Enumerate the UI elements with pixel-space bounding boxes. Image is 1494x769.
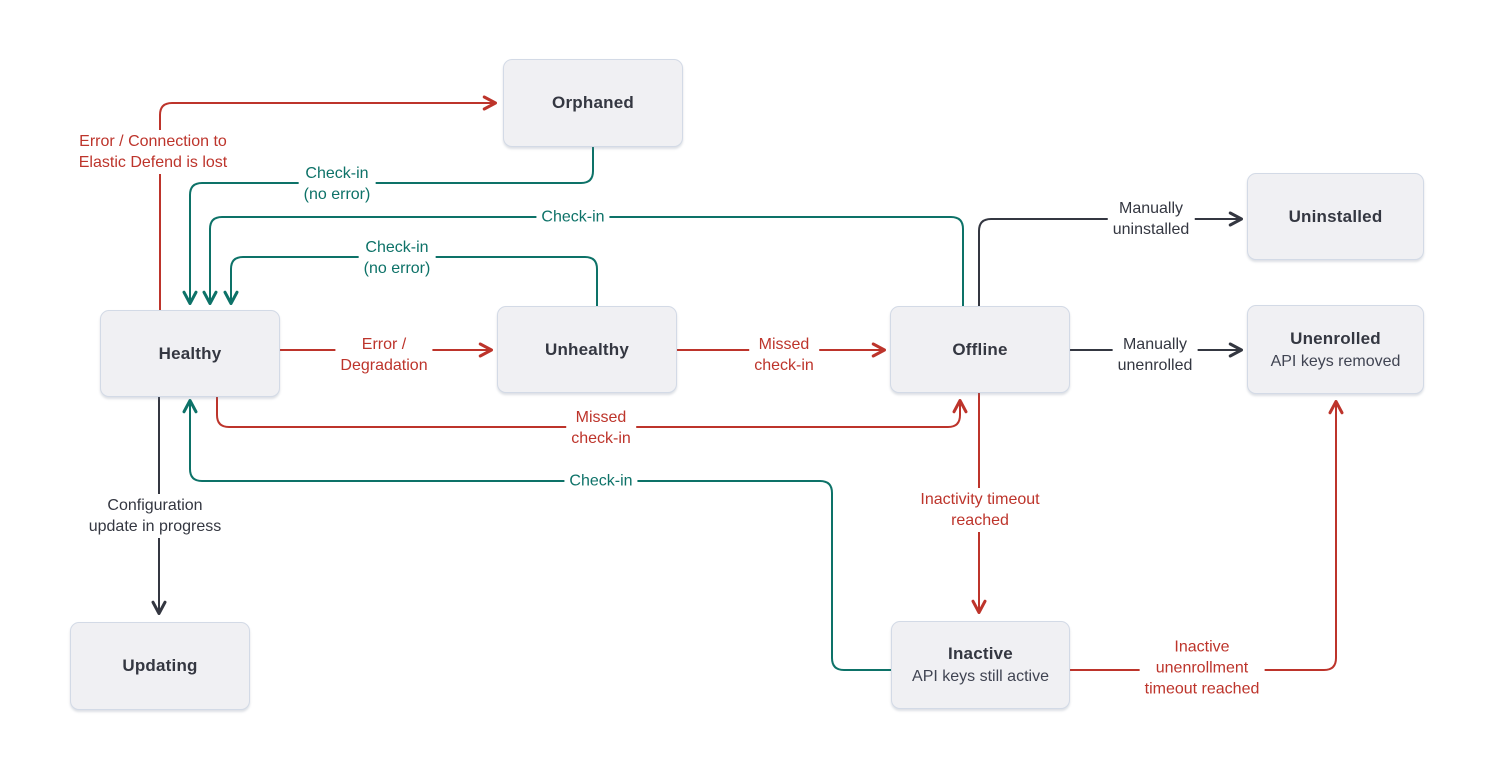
edge-label-missed-checkin-healthy: Missed check-in [566, 406, 636, 450]
edge-orphaned-healthy [182, 147, 594, 305]
edge-label-error-degradation: Error / Degradation [335, 333, 433, 377]
node-inactive: Inactive API keys still active [891, 621, 1070, 709]
node-uninstalled: Uninstalled [1247, 173, 1424, 260]
node-inactive-sublabel: API keys still active [912, 668, 1049, 685]
edge-label-error-connection: Error / Connection to Elastic Defend is … [73, 130, 233, 174]
node-updating-label: Updating [122, 656, 198, 675]
node-uninstalled-label: Uninstalled [1288, 206, 1383, 226]
edge-label-checkin-offline: Check-in [536, 205, 610, 229]
edge-offline-uninstalled [978, 211, 1243, 306]
edge-label-manually-uninstalled: Manually uninstalled [1107, 197, 1195, 241]
edge-healthy-orphaned [159, 95, 497, 310]
node-orphaned: Orphaned [503, 59, 683, 147]
node-inactive-label: Inactive [948, 644, 1013, 663]
edge-label-inactivity-timeout: Inactivity timeout reached [915, 488, 1045, 532]
node-healthy-label: Healthy [158, 343, 222, 363]
node-unenrolled-label: Unenrolled [1290, 328, 1381, 348]
node-unhealthy: Unhealthy [497, 306, 677, 393]
edge-label-missed-checkin-unhealthy: Missed check-in [749, 333, 819, 377]
node-orphaned-label: Orphaned [552, 93, 634, 112]
node-offline-label: Offline [952, 339, 1008, 359]
node-unenrolled: Unenrolled API keys removed [1247, 305, 1424, 394]
edge-label-checkin-no-error-unhealthy: Check-in (no error) [358, 236, 436, 280]
node-unenrolled-sublabel: API keys removed [1270, 352, 1401, 370]
edge-label-inactive-unenrollment: Inactive unenrollment timeout reached [1139, 635, 1265, 701]
edge-label-checkin-no-error-orphaned: Check-in (no error) [298, 162, 376, 206]
node-healthy: Healthy [100, 310, 280, 397]
node-offline: Offline [890, 306, 1070, 393]
edge-label-configuration-update: Configuration update in progress [83, 494, 227, 538]
edge-label-manually-unenrolled: Manually unenrolled [1112, 333, 1198, 377]
node-updating: Updating [70, 622, 250, 710]
node-unhealthy-label: Unhealthy [545, 339, 629, 359]
edge-inactive-unenrolled [1070, 400, 1344, 671]
edge-offline-healthy [202, 216, 964, 306]
edge-inactive-healthy [182, 399, 892, 671]
edge-label-checkin-inactive: Check-in [564, 469, 638, 493]
